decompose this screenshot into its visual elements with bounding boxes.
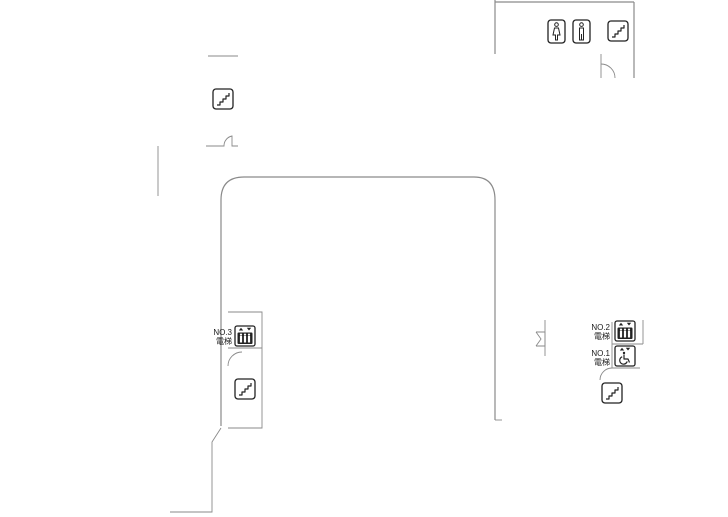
stairs-icon[interactable]	[234, 378, 256, 400]
elevator-icon[interactable]	[614, 320, 636, 342]
stairs-icon[interactable]	[601, 382, 623, 404]
elevator-label-no3: NO.3 電梯	[213, 328, 232, 346]
walls	[157, 0, 644, 513]
elevator-text: 電梯	[594, 331, 610, 341]
elevator-icon[interactable]	[234, 325, 256, 347]
male-restroom-icon[interactable]	[572, 19, 591, 44]
elevator-number: NO.2	[591, 323, 610, 332]
female-restroom-icon[interactable]	[547, 19, 566, 44]
elevator-number: NO.1	[591, 349, 610, 358]
elevator-label-no1: NO.1 電梯	[591, 349, 610, 367]
accessible-elevator-icon[interactable]	[614, 345, 636, 367]
elevator-text: 電梯	[216, 336, 232, 346]
stairs-icon[interactable]	[607, 20, 629, 42]
elevator-number: NO.3	[213, 328, 232, 337]
elevator-label-no2: NO.2 電梯	[591, 323, 610, 341]
stairs-icon[interactable]	[212, 88, 234, 110]
elevator-text: 電梯	[594, 357, 610, 367]
